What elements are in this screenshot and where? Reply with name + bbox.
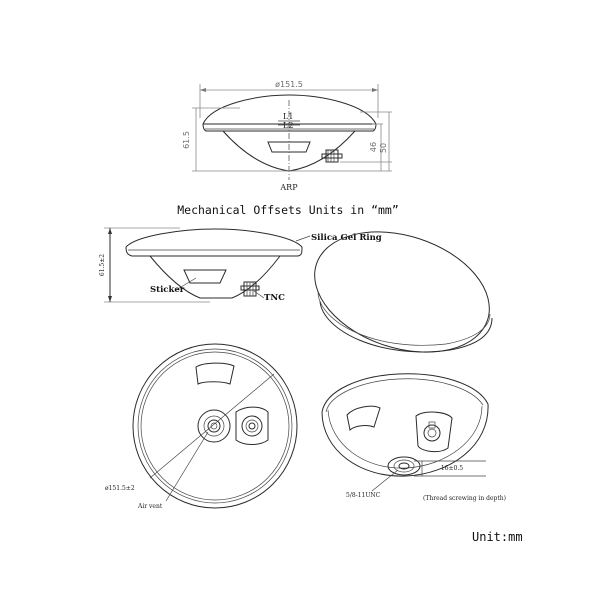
isometric-bottom-view: 16±0.5 5/8-11UNC (Thread screwing in dep…	[321, 373, 506, 502]
side-dome	[125, 228, 303, 248]
side-view: 61.5±2 Silica Gel Ring Sticker TNC	[99, 227, 382, 303]
thread-depth-note: (Thread screwing in depth)	[423, 495, 506, 502]
drawing-title: Mechanical Offsets Units in “mm”	[177, 203, 399, 217]
sticker-label: Sticker	[150, 285, 185, 295]
bottom-sticker	[195, 362, 235, 385]
tnc-label: TNC	[264, 293, 285, 303]
profile-diameter-label: ø151.5	[275, 80, 303, 89]
thread-hole	[387, 456, 421, 476]
arp-label: ARP	[279, 183, 298, 192]
profile-view: ø151.5 L1 L2 61.5	[182, 80, 392, 192]
side-height-label: 61.5±2	[99, 254, 106, 276]
side-body	[149, 255, 281, 299]
depth-value-label: 16±0.5	[441, 465, 463, 472]
side-tnc-connector	[240, 281, 260, 297]
silica-gel-label: Silica Gel Ring	[311, 233, 382, 243]
air-vent-label: Air vent	[137, 503, 163, 510]
connector-boss	[235, 406, 269, 445]
side-sticker	[183, 269, 227, 284]
dim-50-label: 50	[379, 143, 388, 153]
bottom-diameter-label: ø151.5±2	[105, 485, 135, 492]
profile-height-label: 61.5	[182, 131, 191, 149]
iso-bottom-sticker	[346, 405, 381, 432]
iso-bottom-shell	[321, 403, 489, 477]
profile-sticker	[267, 141, 311, 153]
thread-spec-label: 5/8-11UNC	[346, 492, 381, 499]
dim-46-label: 46	[369, 142, 378, 152]
l1-label: L1	[283, 112, 293, 121]
center-hub	[197, 409, 231, 443]
unit-label: Unit:mm	[472, 530, 523, 544]
bottom-plan-view: ø151.5±2 Air vent	[105, 343, 298, 510]
bottom-outer-ring	[132, 343, 298, 509]
isometric-top-view	[314, 231, 493, 353]
profile-tnc-connector	[321, 149, 343, 163]
l2-label: L2	[283, 121, 293, 130]
